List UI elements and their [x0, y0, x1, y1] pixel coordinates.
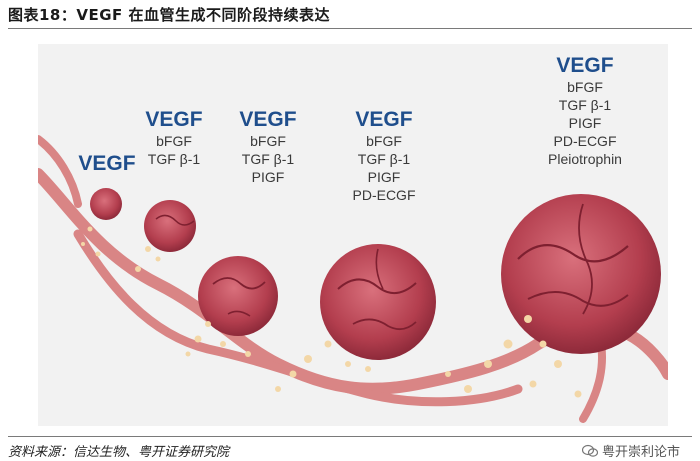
vegf-label: VEGF [336, 108, 432, 132]
factor-label: bFGF [226, 132, 310, 150]
factor-label: PIGF [530, 114, 640, 132]
vegf-label: VEGF [530, 54, 640, 78]
factor-label: TGF β-1 [132, 150, 216, 168]
tumor-stage-5 [501, 194, 661, 354]
factor-label: bFGF [132, 132, 216, 150]
factor-label: bFGF [530, 78, 640, 96]
factor-label: PD-ECGF [336, 186, 432, 204]
stage-5-labels: VEGF bFGF TGF β-1 PIGF PD-ECGF Pleiotrop… [530, 54, 640, 168]
source-note: 资料来源：信达生物、粤开证券研究院 [8, 441, 229, 460]
factor-label: PD-ECGF [530, 132, 640, 150]
source-divider [8, 436, 692, 437]
stage-2-labels: VEGF bFGF TGF β-1 [132, 108, 216, 168]
factor-label: PIGF [226, 168, 310, 186]
tumor-stage-1 [90, 188, 122, 220]
stage-4-labels: VEGF bFGF TGF β-1 PIGF PD-ECGF [336, 108, 432, 204]
factor-label: TGF β-1 [226, 150, 310, 168]
tumor-stage-4 [320, 244, 436, 360]
factor-label: Pleiotrophin [530, 150, 640, 168]
watermark: 粤开崇利论市 [582, 441, 680, 460]
factor-label: TGF β-1 [336, 150, 432, 168]
vegf-label: VEGF [226, 108, 310, 132]
tumor-stage-2 [144, 200, 196, 252]
factor-label: PIGF [336, 168, 432, 186]
title-divider [8, 28, 692, 29]
factor-label: bFGF [336, 132, 432, 150]
watermark-text: 粤开崇利论市 [602, 441, 680, 460]
wechat-icon [582, 444, 598, 458]
figure-title: 图表18：VEGF 在血管生成不同阶段持续表达 [8, 4, 330, 25]
vegf-label: VEGF [132, 108, 216, 132]
stage-3-labels: VEGF bFGF TGF β-1 PIGF [226, 108, 310, 186]
factor-label: TGF β-1 [530, 96, 640, 114]
